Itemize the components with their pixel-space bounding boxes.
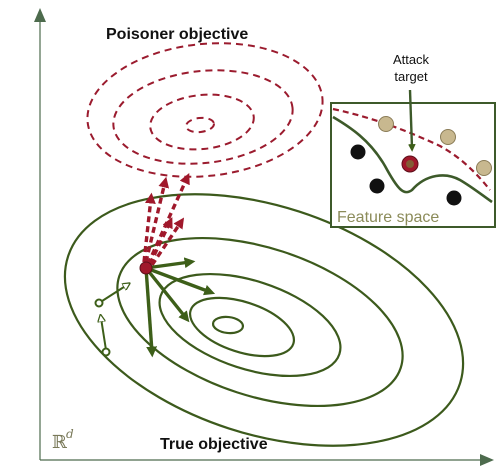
- space-symbol: ℝ: [52, 432, 68, 453]
- space-label: ℝ d: [52, 427, 74, 453]
- trajectory-mid-point: [94, 298, 104, 308]
- poison-arrow-1: [142, 192, 156, 263]
- attack-target-label-line1: Attack: [393, 52, 430, 67]
- gradient-arrow-4: [144, 267, 158, 358]
- gradient-arrow-2: [145, 266, 216, 296]
- true-contour-1: [63, 193, 465, 447]
- training-trajectory: [94, 285, 128, 357]
- poisoner-objective-label: Poisoner objective: [106, 26, 248, 43]
- trajectory-segment-1: [101, 318, 107, 351]
- poisoner-contours: [86, 42, 324, 178]
- true-contour-4: [188, 296, 296, 358]
- gradient-arrow-3: [144, 266, 190, 323]
- poison-contour-3: [149, 93, 255, 151]
- true-contour-2: [116, 236, 404, 408]
- attack-target-pointer: [408, 89, 416, 152]
- trajectory-segment-2: [98, 285, 127, 304]
- poisoned-decision-boundary: [332, 107, 491, 191]
- tan-point: [476, 160, 492, 176]
- true-contour-3: [158, 272, 342, 378]
- black-point: [350, 144, 366, 160]
- poison-arrow-5: [150, 217, 185, 266]
- poison-gradient-arrows: [142, 173, 190, 266]
- true-objective-label: True objective: [160, 436, 268, 453]
- clean-decision-boundary: [332, 115, 493, 204]
- true-gradient-arrows: [144, 257, 216, 358]
- space-exponent: d: [66, 427, 74, 441]
- poison-contour-4: [185, 116, 215, 134]
- x-axis-arrowhead: [480, 454, 494, 466]
- true-contours: [63, 193, 465, 447]
- true-contour-5: [211, 315, 245, 335]
- feature-space-inset: Attack target Feature space: [330, 52, 496, 228]
- tan-point: [440, 129, 456, 145]
- attack-target-texture: [406, 160, 414, 168]
- poison-arrow-3: [146, 173, 190, 265]
- poison-arrow-4: [148, 217, 173, 265]
- tan-point: [378, 116, 394, 132]
- axes: [34, 8, 494, 466]
- y-axis-arrowhead: [34, 8, 46, 22]
- black-point: [369, 178, 385, 194]
- attack-target-label-line2: target: [394, 69, 428, 84]
- gradient-arrow-1: [145, 257, 196, 270]
- poison-contour-2: [112, 69, 294, 165]
- current-parameter-point: [139, 261, 153, 275]
- feature-space-label: Feature space: [337, 209, 439, 226]
- poison-arrow-2: [144, 176, 170, 263]
- black-point: [446, 190, 462, 206]
- trajectory-start-point: [101, 347, 111, 357]
- poison-contour-1: [86, 42, 324, 178]
